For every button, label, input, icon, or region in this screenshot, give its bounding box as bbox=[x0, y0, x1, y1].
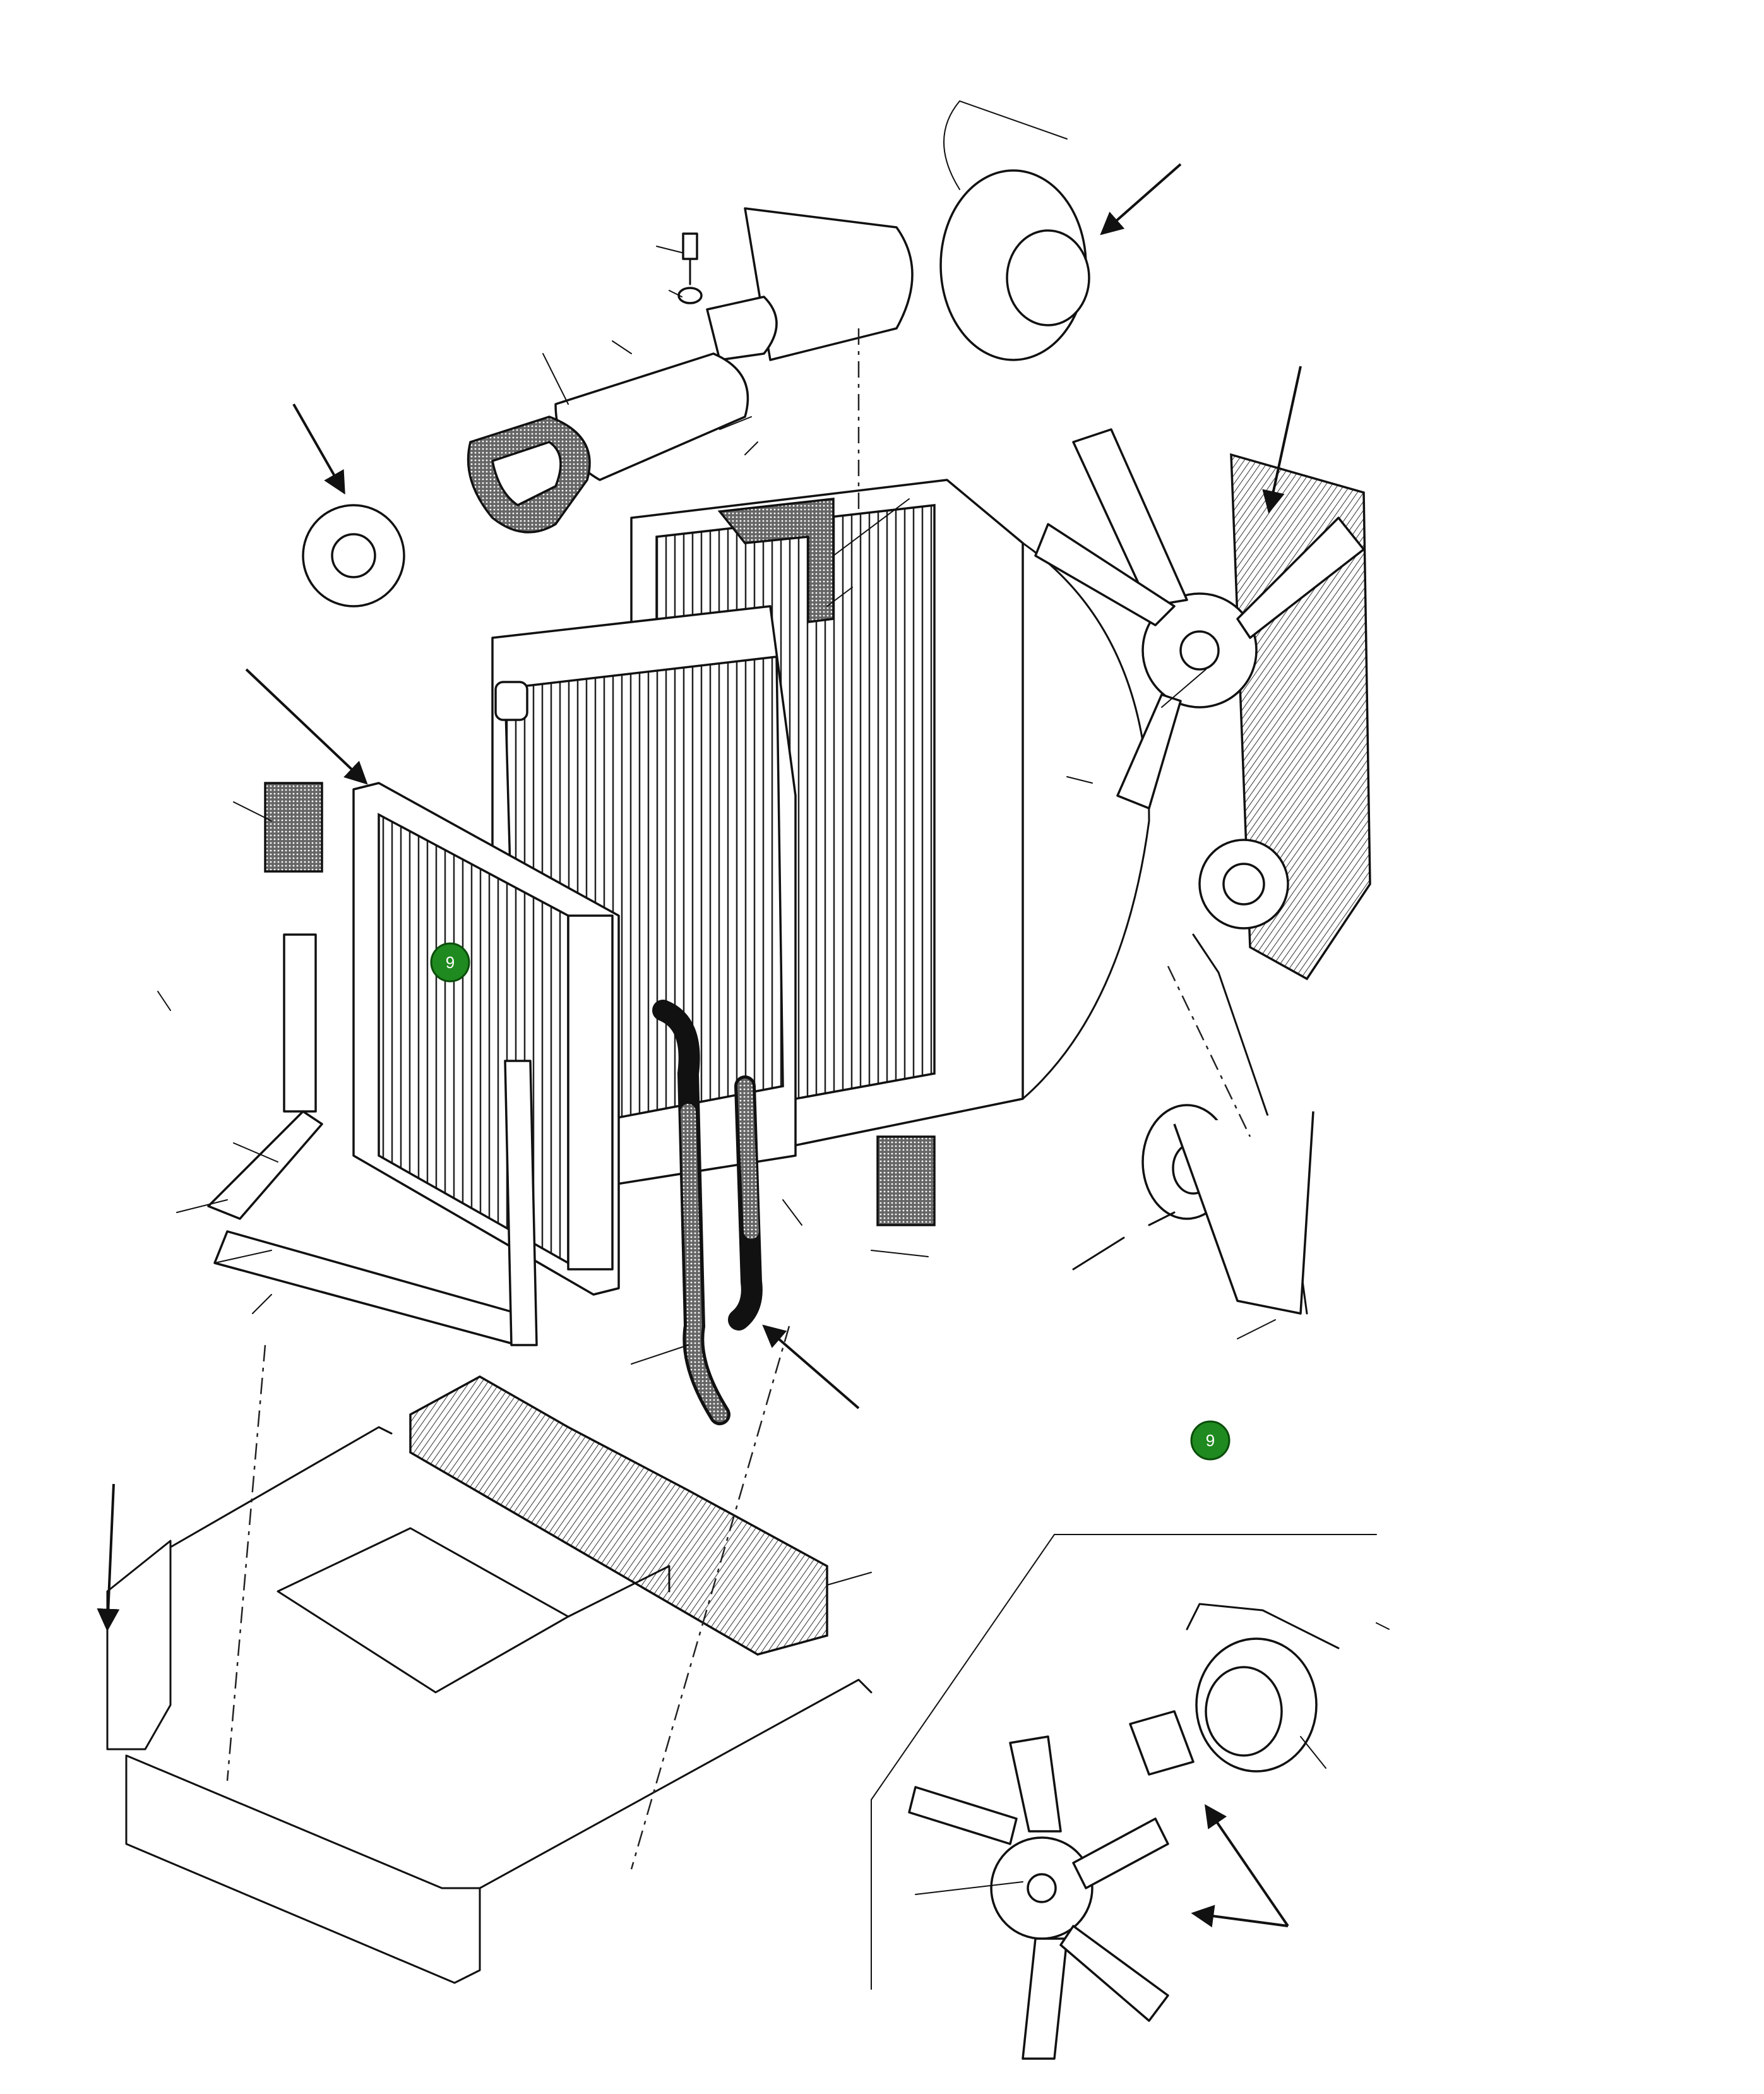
flow-arrows bbox=[97, 163, 1302, 1928]
leader-lines bbox=[157, 246, 1390, 1870]
callout-radiator-label: 9 bbox=[446, 953, 455, 972]
fan-detail-inset bbox=[871, 1534, 1377, 2060]
lower-duct bbox=[409, 1375, 828, 1656]
radiator-brackets bbox=[207, 504, 538, 1346]
callout-fan-detail-label: 9 bbox=[1206, 1431, 1215, 1450]
air-cleaner-assembly bbox=[706, 100, 1090, 361]
bolt-washer-top bbox=[677, 232, 703, 304]
callout-radiator[interactable]: 9 bbox=[430, 942, 470, 983]
intake-seal bbox=[467, 416, 591, 534]
callout-fan-detail[interactable]: 9 bbox=[1190, 1420, 1231, 1461]
chassis-frame bbox=[106, 1426, 873, 1984]
water-pump-pulley bbox=[1072, 1104, 1314, 1315]
engine-fan-assembly bbox=[1034, 428, 1371, 1315]
radiator-hoses bbox=[652, 1000, 936, 1425]
